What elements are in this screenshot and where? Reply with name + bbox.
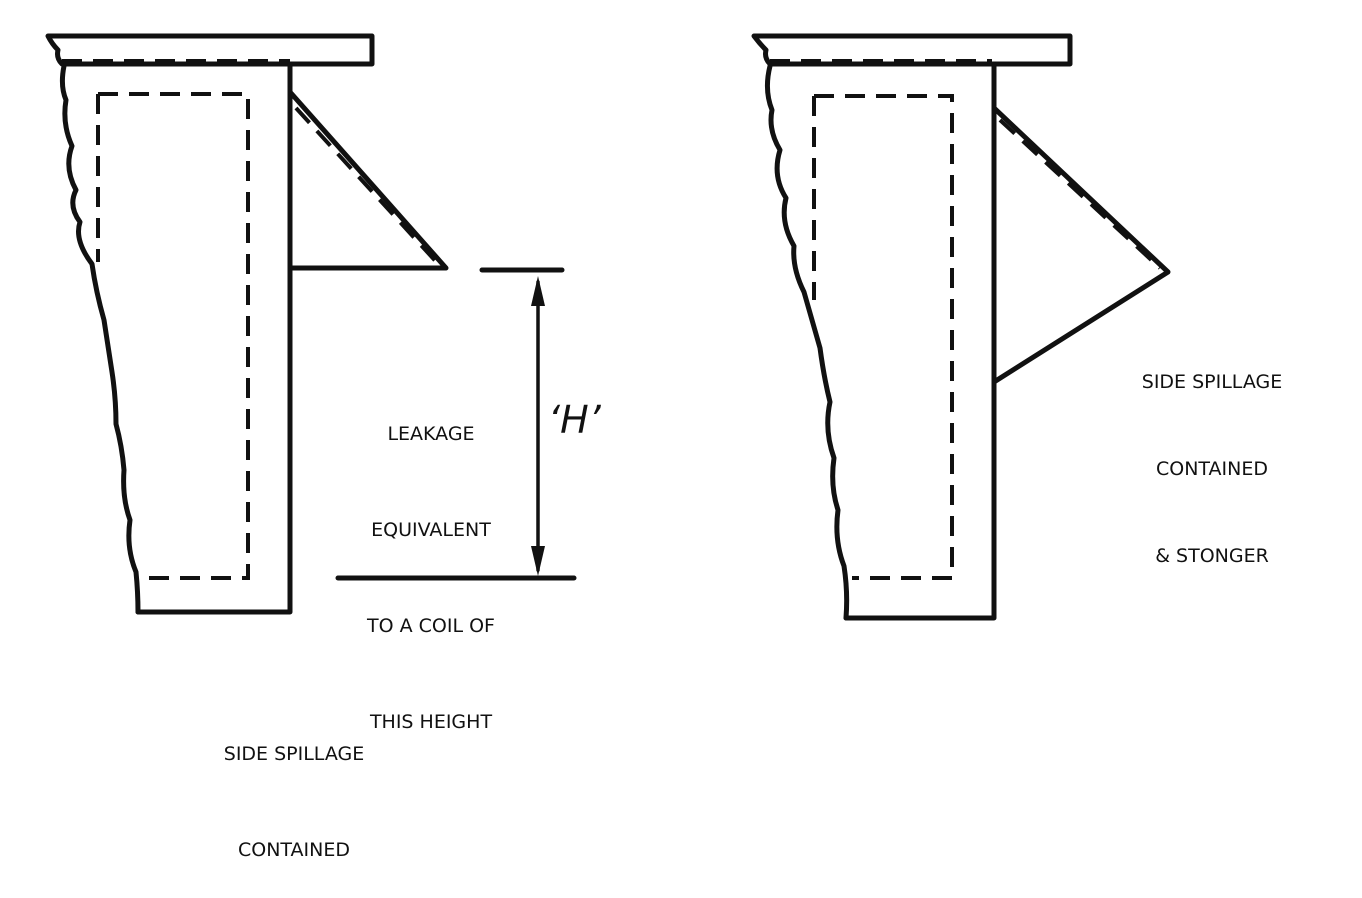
height-arrow-head-bottom xyxy=(531,546,545,576)
leakage-note-line-2: EQUIVALENT xyxy=(371,519,491,541)
left-inner-dashed-box xyxy=(96,92,250,580)
height-arrow-head-top xyxy=(531,276,545,306)
left-triangle-dashed-edge xyxy=(294,106,442,268)
left-body-outline xyxy=(135,61,293,615)
height-symbol: ‘H’ xyxy=(548,398,601,442)
right-caption-line-1: SIDE SPILLAGE xyxy=(1141,371,1283,393)
right-triangle-gusset xyxy=(991,105,1171,385)
left-caption-line-1: SIDE SPILLAGE xyxy=(223,743,365,765)
leakage-note-line-3: TO A COIL OF xyxy=(367,615,495,637)
right-inner-dashed-box xyxy=(812,94,954,580)
left-caption: SIDE SPILLAGE CONTAINED xyxy=(194,674,394,898)
right-caption-line-2: CONTAINED xyxy=(1155,458,1268,480)
right-figure xyxy=(751,33,1171,621)
right-triangle-dashed-edge xyxy=(998,118,1162,270)
left-ragged-edge xyxy=(59,63,141,615)
left-caption-line-2: CONTAINED xyxy=(237,839,350,861)
right-ragged-edge xyxy=(764,63,850,621)
left-triangle-gusset xyxy=(287,89,449,271)
right-caption: SIDE SPILLAGE CONTAINED & STONGER xyxy=(1112,310,1312,600)
right-caption-line-3: & STONGER xyxy=(1155,545,1269,567)
leakage-note: LEAKAGE EQUIVALENT TO A COIL OF THIS HEI… xyxy=(336,354,526,770)
right-body-outline xyxy=(843,61,997,621)
left-figure xyxy=(45,33,577,615)
diagram-canvas xyxy=(45,33,1171,621)
leakage-note-line-4: THIS HEIGHT xyxy=(369,711,493,733)
leakage-note-line-1: LEAKAGE xyxy=(387,423,475,445)
left-top-plate xyxy=(45,33,375,67)
